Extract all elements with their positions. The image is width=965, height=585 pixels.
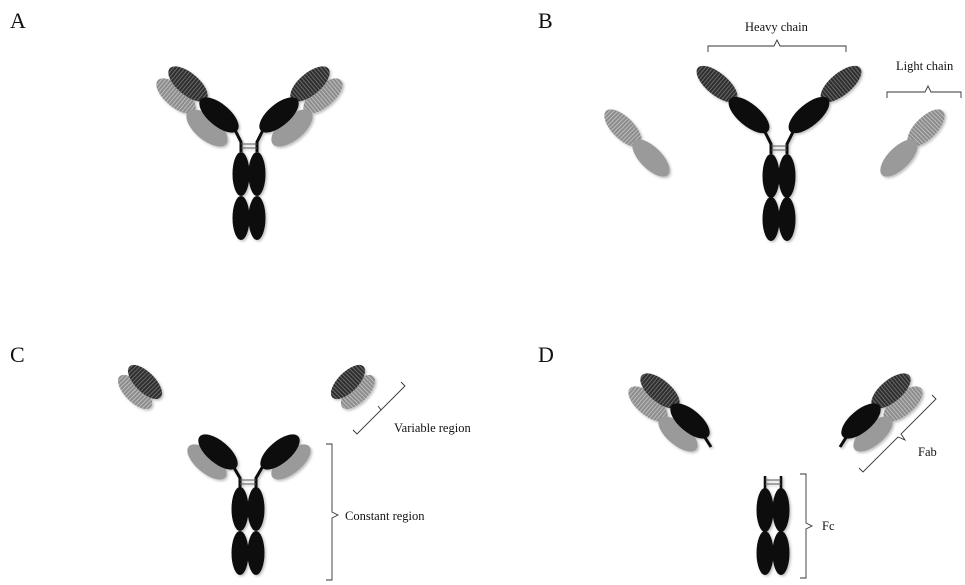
panel-d-fab-left — [623, 367, 716, 458]
panel-label-a: A — [10, 8, 26, 33]
heavy-chain-ch3-left — [757, 531, 774, 575]
panel-d-fc — [757, 476, 790, 575]
heavy-chain-ch3-right — [248, 531, 265, 575]
panel-label-b: B — [538, 8, 553, 33]
heavy-chain-ch2-left — [757, 488, 774, 532]
heavy-chain-ch2-left — [233, 152, 250, 196]
fab-label: Fab — [918, 445, 937, 459]
hinge-left — [764, 130, 771, 154]
heavy-chain-ch2-right — [779, 154, 796, 198]
fc-label: Fc — [822, 519, 835, 533]
panel-b-heavy-chain — [691, 60, 867, 241]
heavy-chain-ch2-left — [763, 154, 780, 198]
panel-c-variable-fragment-left — [112, 359, 167, 414]
panel-d-fab-right — [836, 367, 929, 458]
constant-region-bracket — [326, 444, 338, 580]
panel-c-constant-region — [182, 428, 317, 575]
panel-label-d: D — [538, 342, 554, 367]
constant-region-label: Constant region — [345, 509, 425, 523]
hinge-left — [233, 466, 240, 488]
heavy-chain-stub — [704, 436, 711, 447]
heavy-chain-ch2-right — [773, 488, 790, 532]
heavy-chain-ch2-left — [232, 487, 249, 531]
fc-bracket — [800, 474, 812, 578]
heavy-chain-ch3-right — [773, 531, 790, 575]
heavy-chain-bracket — [708, 40, 846, 52]
heavy-chain-ch3-right — [779, 197, 796, 241]
heavy-chain-ch3-left — [232, 531, 249, 575]
hinge-right — [787, 130, 794, 154]
variable-region-label: Variable region — [394, 421, 471, 435]
light-chain-label: Light chain — [896, 59, 954, 73]
panel-label-c: C — [10, 342, 25, 367]
panel-b-light-chain-left — [598, 103, 675, 182]
heavy-chain-ch3-left — [233, 196, 250, 240]
heavy-chain-ch2-right — [248, 487, 265, 531]
panel-a-antibody — [151, 60, 349, 240]
panel-b-light-chain-right — [874, 103, 950, 182]
hinge-right — [256, 466, 263, 488]
hinge-left — [234, 128, 241, 152]
heavy-chain-stub — [840, 436, 847, 447]
light-chain-bracket — [887, 86, 961, 98]
panel-c-variable-fragment-right — [325, 359, 380, 414]
heavy-chain-ch3-right — [249, 196, 266, 240]
heavy-chain-ch2-right — [249, 152, 266, 196]
heavy-chain-label: Heavy chain — [745, 20, 809, 34]
heavy-chain-ch3-left — [763, 197, 780, 241]
hinge-right — [257, 128, 264, 152]
